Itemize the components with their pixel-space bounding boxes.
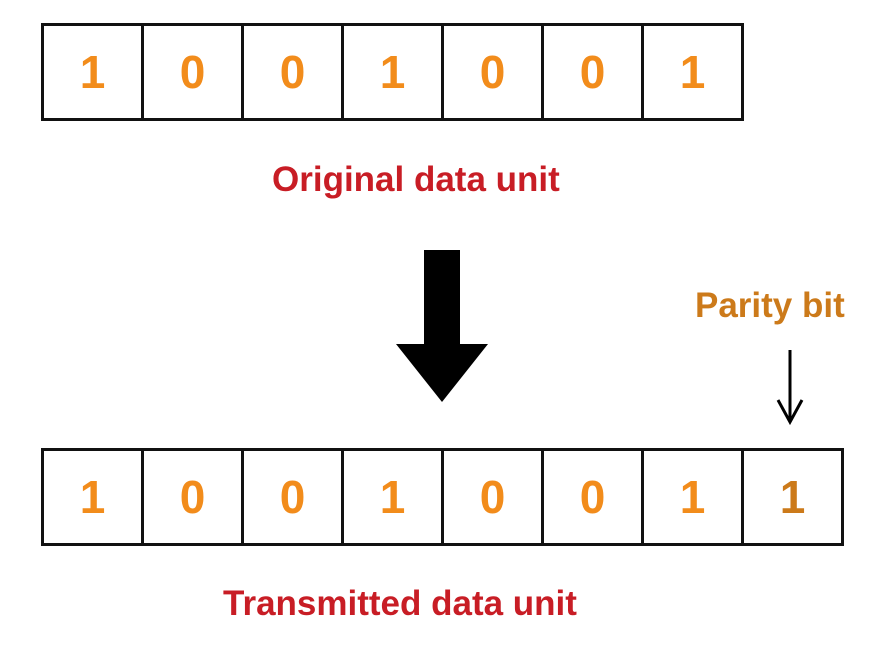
bit-cell: 1 — [644, 451, 744, 543]
bit-cell: 1 — [44, 26, 144, 118]
bit-cell: 0 — [144, 26, 244, 118]
bit-cell: 1 — [644, 26, 744, 118]
bit-cell: 0 — [244, 451, 344, 543]
transmitted-data-row: 1 0 0 1 0 0 1 1 — [41, 448, 844, 546]
bit-cell: 0 — [144, 451, 244, 543]
transmitted-data-caption: Transmitted data unit — [223, 584, 577, 623]
bit-cell: 1 — [344, 451, 444, 543]
arrow-down-icon — [396, 250, 488, 407]
arrow-down-icon — [775, 350, 805, 431]
original-data-caption: Original data unit — [272, 160, 560, 199]
bit-cell: 1 — [44, 451, 144, 543]
bit-cell: 0 — [444, 26, 544, 118]
bit-cell: 0 — [544, 451, 644, 543]
bit-cell: 0 — [444, 451, 544, 543]
bit-cell: 1 — [344, 26, 444, 118]
bit-cell: 0 — [544, 26, 644, 118]
bit-cell: 0 — [244, 26, 344, 118]
parity-bit-cell: 1 — [744, 451, 844, 543]
original-data-row: 1 0 0 1 0 0 1 — [41, 23, 744, 121]
parity-bit-label: Parity bit — [695, 286, 845, 325]
